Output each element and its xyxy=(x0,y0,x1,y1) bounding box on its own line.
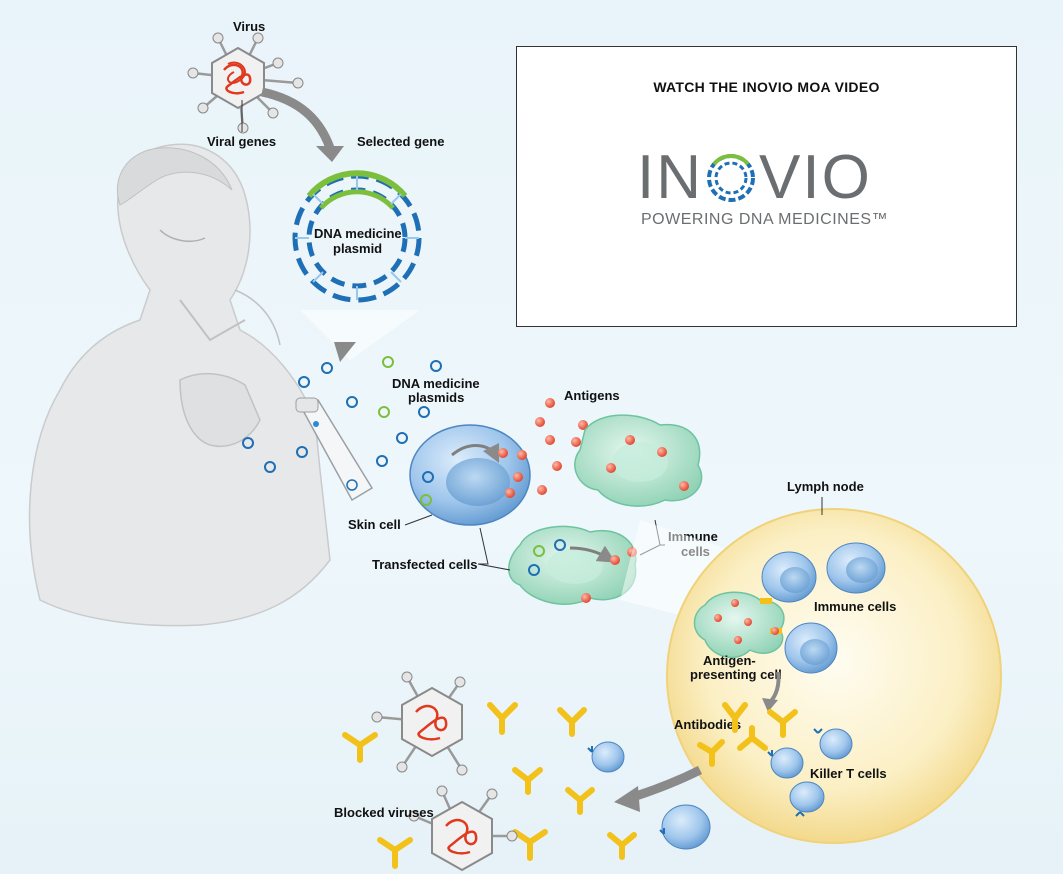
antigens-label: Antigens xyxy=(564,388,620,403)
immune-cells-node-label: Immune cells xyxy=(814,599,896,614)
viral-genes-label: Viral genes xyxy=(207,134,276,149)
apc-label-2: presenting cell xyxy=(690,667,782,682)
lymph-node xyxy=(666,508,1002,844)
person-illustration xyxy=(28,143,331,627)
apc-label-1: Antigen- xyxy=(703,653,756,668)
video-title[interactable]: WATCH THE INOVIO MOA VIDEO xyxy=(653,79,880,95)
blocked-virus-2 xyxy=(408,785,518,872)
arrow-plasmid-down xyxy=(334,342,356,362)
immune-cell-upper xyxy=(574,414,703,507)
antibodies-label: Antibodies xyxy=(674,717,741,732)
arrow-lymph-down xyxy=(762,698,778,712)
skin-cell-label: Skin cell xyxy=(348,517,401,532)
lymph-immune-cells xyxy=(761,542,886,674)
arrow-to-viruses xyxy=(628,765,703,803)
virus-top xyxy=(187,32,304,134)
lymph-node-label: Lymph node xyxy=(787,479,864,494)
immune-cell-lower xyxy=(508,525,637,605)
dna-plasmids-label-1: DNA medicine xyxy=(392,376,480,391)
logo-left: IN xyxy=(637,143,703,212)
antigen-dots xyxy=(535,398,605,495)
dna-ring-icon xyxy=(707,153,755,202)
inovio-logo: IN VIO POWERING DNA MEDICINES™ xyxy=(637,147,897,237)
killer-t-cells-label: Killer T cells xyxy=(810,766,887,781)
plasmid-dots xyxy=(242,356,442,473)
logo-tagline: POWERING DNA MEDICINES™ xyxy=(641,211,889,228)
virus-label: Virus xyxy=(233,19,265,34)
blocked-virus-1 xyxy=(371,671,468,776)
logo-right: VIO xyxy=(759,143,872,212)
skin-cell xyxy=(409,424,531,526)
arrow-virus-to-plasmid xyxy=(261,87,335,150)
video-link-box[interactable]: WATCH THE INOVIO MOA VIDEO IN VIO POWERI… xyxy=(516,46,1017,327)
transfected-cells-label: Transfected cells xyxy=(372,557,478,572)
injector-device xyxy=(295,397,374,502)
logo-wordmark: IN VIO xyxy=(637,147,872,209)
killer-t-cells xyxy=(587,728,853,850)
dna-plasmid-label-2: plasmid xyxy=(333,241,382,256)
dna-plasmids-label-2: plasmids xyxy=(408,390,464,405)
selected-gene-label: Selected gene xyxy=(357,134,444,149)
dna-plasmid xyxy=(292,170,422,303)
blocked-viruses-label: Blocked viruses xyxy=(334,805,434,820)
dna-plasmid-label-1: DNA medicine xyxy=(314,226,402,241)
antibodies xyxy=(342,702,798,869)
antigen-presenting-cell xyxy=(693,591,785,659)
